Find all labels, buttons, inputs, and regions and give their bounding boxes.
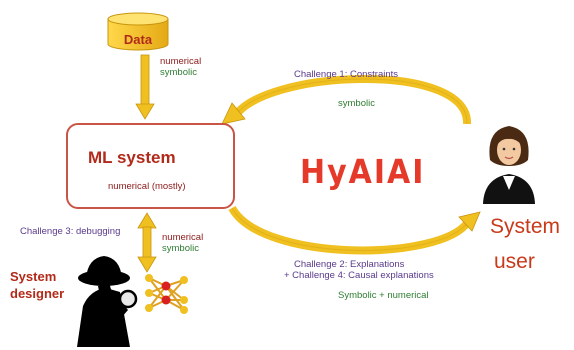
system-user-line2: user bbox=[494, 250, 535, 273]
data-to-ml-arrow bbox=[135, 54, 155, 120]
data-label: Data bbox=[123, 32, 153, 47]
lower-numerical-label: numerical bbox=[162, 232, 204, 243]
hyaiai-title: HyAIAI bbox=[300, 153, 426, 192]
explanations-curved-arrow bbox=[228, 205, 481, 255]
ml-system-title: ML system bbox=[88, 148, 176, 167]
detective-silhouette-icon bbox=[77, 256, 138, 347]
data-numerical-label: numerical bbox=[160, 56, 202, 67]
lower-symbolic-label: symbolic bbox=[162, 243, 199, 254]
challenge-1-type: symbolic bbox=[338, 98, 375, 109]
system-user-line1: System bbox=[490, 215, 561, 238]
ml-system-box bbox=[66, 123, 235, 209]
user-avatar-icon bbox=[483, 126, 535, 204]
challenge-1-label: Challenge 1: Constraints bbox=[294, 69, 399, 80]
challenge-3-label: Challenge 3: debugging bbox=[20, 226, 121, 237]
constraints-curved-arrow bbox=[221, 75, 472, 125]
system-designer-line2: designer bbox=[10, 286, 65, 301]
ml-system-subtitle: numerical (mostly) bbox=[108, 181, 186, 192]
challenge-2-4-type: Symbolic + numerical bbox=[338, 290, 429, 301]
neural-network-icon bbox=[145, 274, 188, 314]
data-symbolic-label: symbolic bbox=[160, 67, 197, 78]
ml-designer-double-arrow bbox=[137, 212, 157, 273]
challenge-2-label: Challenge 2: Explanations bbox=[294, 259, 405, 270]
challenge-4-label: + Challenge 4: Causal explanations bbox=[284, 270, 434, 281]
system-designer-line1: System bbox=[10, 269, 57, 284]
database-icon bbox=[107, 12, 169, 51]
